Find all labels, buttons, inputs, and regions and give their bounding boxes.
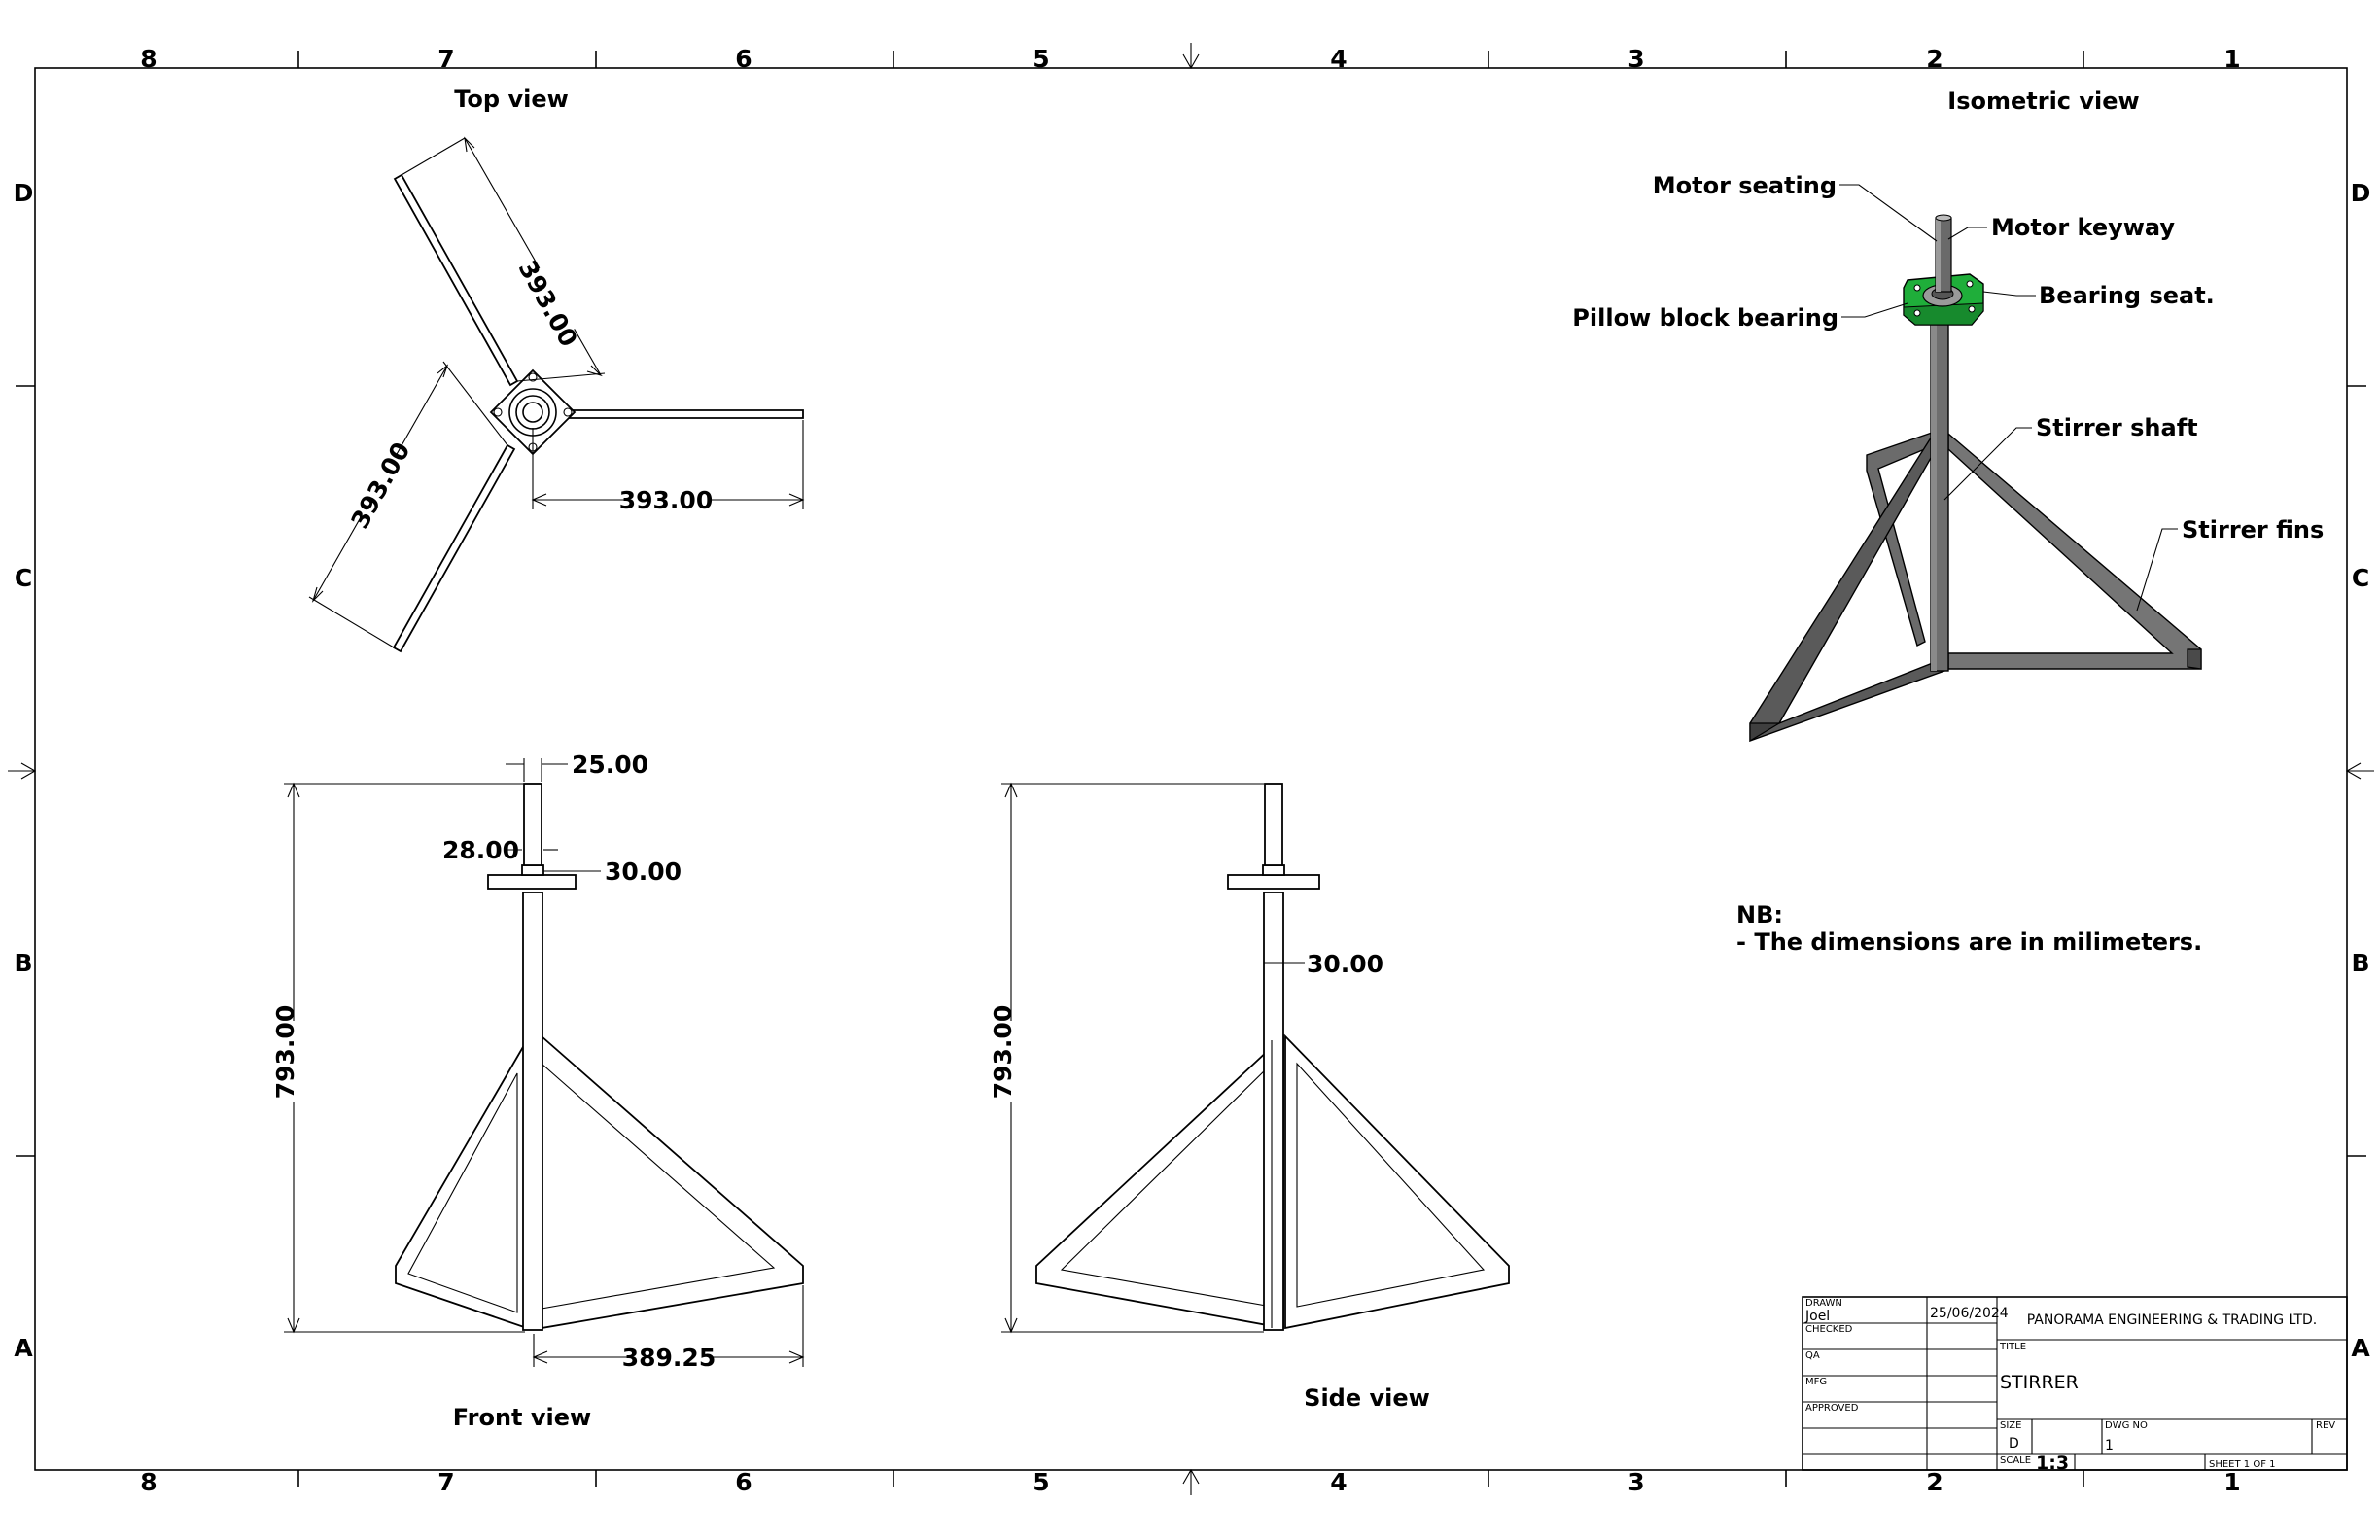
tb-size-label: SIZE bbox=[2000, 1420, 2021, 1431]
col-label-bottom: 2 bbox=[1926, 1468, 1942, 1496]
row-label-left: D bbox=[14, 179, 34, 207]
col-label-bottom: 8 bbox=[140, 1468, 157, 1496]
callout-bearing-seat: Bearing seat. bbox=[2039, 282, 2215, 309]
tb-checked-label: CHECKED bbox=[1805, 1324, 1853, 1335]
notes-line: - The dimensions are in milimeters. bbox=[1736, 928, 2202, 956]
col-label-top: 6 bbox=[735, 45, 752, 73]
col-label-top: 8 bbox=[140, 45, 157, 73]
isometric-view-title: Isometric view bbox=[1947, 88, 2139, 115]
side-dim-shaft: 30.00 bbox=[1307, 950, 1383, 978]
front-fin-left bbox=[395, 1036, 528, 1330]
callout-motor-keyway: Motor keyway bbox=[1991, 214, 2175, 241]
col-label-bottom: 5 bbox=[1032, 1468, 1049, 1496]
top-dim-arm-1: 393.00 bbox=[512, 256, 582, 351]
title-block: DRAWN Joel 25/06/2024 CHECKED QA MFG APP… bbox=[1802, 1296, 2348, 1474]
front-dim-shaft: 25.00 bbox=[572, 751, 648, 779]
tb-sheet: SHEET 1 OF 1 bbox=[2209, 1459, 2276, 1470]
zone-ticks bbox=[16, 51, 2366, 1488]
tb-size: D bbox=[2009, 1436, 2019, 1452]
col-label-top: 3 bbox=[1628, 45, 1644, 73]
side-fin-right bbox=[1284, 1033, 1510, 1330]
top-dim-arm-3: 393.00 bbox=[345, 438, 415, 533]
front-motor-shaft bbox=[523, 783, 542, 866]
tb-scale: 1:3 bbox=[2036, 1452, 2069, 1474]
top-view bbox=[308, 136, 805, 653]
col-label-top: 7 bbox=[438, 45, 454, 73]
row-label-right: C bbox=[2352, 564, 2369, 592]
tb-mfg-label: MFG bbox=[1805, 1377, 1827, 1387]
centering-marks bbox=[8, 43, 2374, 1495]
view-titles: Top view Isometric view Front view Side … bbox=[453, 86, 2140, 1431]
callout-leaders bbox=[1839, 184, 2178, 612]
tb-qa-label: QA bbox=[1805, 1350, 1820, 1361]
side-bearing-seat bbox=[1262, 864, 1285, 876]
front-dim-seat: 28.00 bbox=[442, 836, 519, 864]
top-view-title: Top view bbox=[454, 86, 569, 113]
col-label-bottom: 3 bbox=[1628, 1468, 1644, 1496]
row-label-left: A bbox=[14, 1334, 33, 1362]
isometric-view bbox=[1749, 214, 2202, 743]
callout-stirrer-shaft: Stirrer shaft bbox=[2036, 414, 2198, 441]
col-label-bottom: 1 bbox=[2223, 1468, 2240, 1496]
col-label-top: 5 bbox=[1032, 45, 1049, 73]
row-label-left: C bbox=[15, 564, 32, 592]
front-dim-height: 793.00 bbox=[271, 1005, 299, 1099]
tb-title-label: TITLE bbox=[1999, 1342, 2026, 1352]
callouts: Motor seating Motor keyway Pillow block … bbox=[1572, 172, 2324, 543]
tb-scale-label: SCALE bbox=[2000, 1455, 2031, 1466]
col-label-bottom: 4 bbox=[1330, 1468, 1347, 1496]
side-view-title: Side view bbox=[1304, 1384, 1430, 1412]
front-pillow-block bbox=[487, 874, 577, 890]
side-motor-shaft bbox=[1264, 783, 1283, 866]
front-fin-right bbox=[541, 1034, 804, 1330]
tb-dwgno: 1 bbox=[2105, 1438, 2114, 1453]
row-label-left: B bbox=[14, 949, 32, 977]
side-view bbox=[1001, 782, 1510, 1334]
front-view bbox=[284, 758, 805, 1367]
tb-dwgno-label: DWG NO bbox=[2105, 1420, 2148, 1431]
row-label-right: B bbox=[2351, 949, 2369, 977]
col-label-bottom: 7 bbox=[438, 1468, 454, 1496]
top-arm-1 bbox=[393, 173, 519, 387]
tb-drawn-label: DRAWN bbox=[1805, 1298, 1842, 1309]
callout-pillow-block: Pillow block bearing bbox=[1572, 304, 1838, 332]
front-stirrer-shaft bbox=[522, 892, 543, 1331]
col-label-top: 1 bbox=[2223, 45, 2240, 73]
zone-labels: 8 7 6 5 4 3 2 1 8 7 6 5 4 3 2 1 D C B A … bbox=[14, 45, 2371, 1496]
front-view-title: Front view bbox=[453, 1404, 591, 1431]
tb-date: 25/06/2024 bbox=[1930, 1306, 2009, 1321]
front-bearing-seat bbox=[521, 864, 544, 876]
side-pillow-block bbox=[1227, 874, 1320, 890]
side-dim-height: 793.00 bbox=[989, 1005, 1017, 1099]
row-label-right: D bbox=[2351, 179, 2371, 207]
top-arm-2 bbox=[568, 409, 804, 419]
side-stirrer-shaft bbox=[1263, 892, 1284, 1331]
front-dim-base: 389.25 bbox=[622, 1344, 716, 1372]
tb-drawn-by: Joel bbox=[1804, 1309, 1830, 1324]
front-dim-bearing: 30.00 bbox=[605, 858, 682, 886]
row-label-right: A bbox=[2351, 1334, 2370, 1362]
tb-title: STIRRER bbox=[2000, 1372, 2079, 1393]
tb-rev-label: REV bbox=[2316, 1420, 2335, 1431]
tb-approved-label: APPROVED bbox=[1805, 1403, 1859, 1414]
tb-company: PANORAMA ENGINEERING & TRADING LTD. bbox=[2027, 1312, 2318, 1328]
notes: NB: - The dimensions are in milimeters. bbox=[1736, 901, 2202, 956]
side-fin-left bbox=[1035, 1033, 1284, 1330]
col-label-bottom: 6 bbox=[735, 1468, 752, 1496]
top-dim-arm-2: 393.00 bbox=[619, 486, 713, 514]
top-arm-3 bbox=[392, 443, 516, 653]
col-label-top: 4 bbox=[1330, 45, 1347, 73]
callout-motor-seating: Motor seating bbox=[1653, 172, 1837, 199]
callout-stirrer-fins: Stirrer fins bbox=[2182, 516, 2324, 543]
col-label-top: 2 bbox=[1926, 45, 1942, 73]
notes-heading: NB: bbox=[1736, 901, 1783, 928]
